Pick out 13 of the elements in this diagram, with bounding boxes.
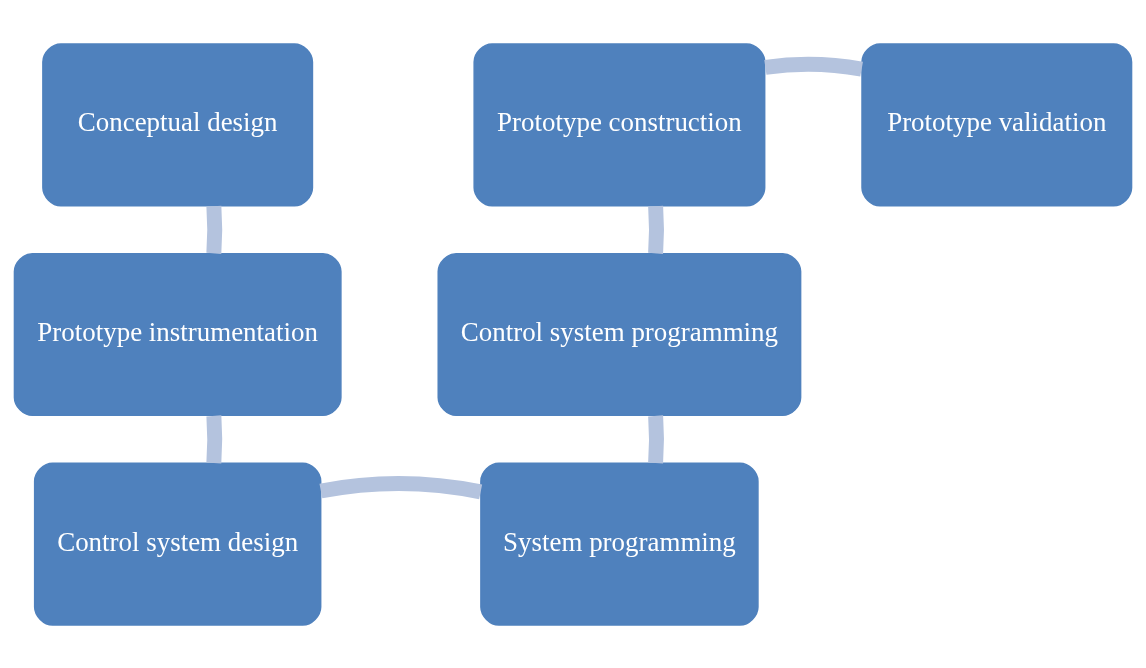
connector [648, 414, 664, 463]
connector [648, 205, 664, 254]
node-box: Prototype validation [861, 42, 1133, 206]
connector [319, 475, 482, 499]
node-box: Prototype instrumentation [13, 252, 342, 416]
node-box: Prototype construction [473, 42, 766, 206]
node-box: Control system programming [437, 252, 802, 416]
node-box: System programming [480, 462, 759, 626]
node-box: Conceptual design [42, 42, 314, 206]
connector [206, 414, 223, 463]
node-box: Control system design [33, 462, 322, 626]
connector [764, 56, 863, 76]
connector [206, 205, 223, 254]
